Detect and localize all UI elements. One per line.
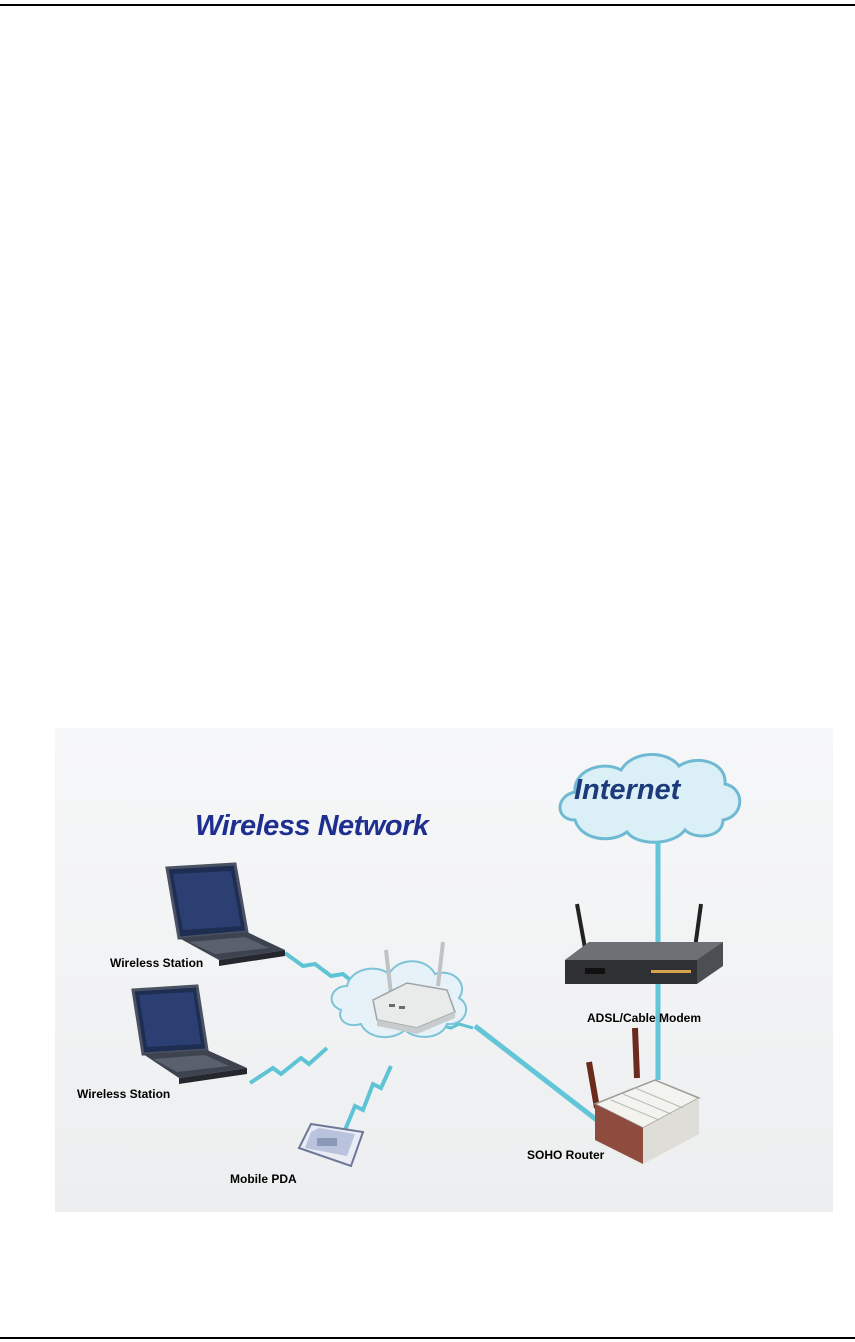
wireless-link-station2 bbox=[250, 1048, 327, 1083]
link-ap-router bbox=[475, 1026, 598, 1121]
header-rule bbox=[0, 4, 855, 6]
diagram-title: Wireless Network bbox=[195, 810, 429, 843]
diagram-canvas bbox=[55, 728, 833, 1212]
laptop-icon bbox=[167, 864, 285, 966]
wireless-link-pda bbox=[345, 1066, 391, 1130]
wireless-link-station1 bbox=[285, 953, 355, 984]
modem-label: ADSL/Cable Modem bbox=[587, 1011, 701, 1025]
soho-router-label: SOHO Router bbox=[527, 1148, 604, 1162]
footer-rule bbox=[0, 1337, 855, 1339]
wireless-station-label-1: Wireless Station bbox=[110, 956, 203, 970]
mobile-pda-label: Mobile PDA bbox=[230, 1172, 297, 1186]
pda-icon bbox=[299, 1124, 363, 1166]
wireless-station-label-2: Wireless Station bbox=[77, 1087, 170, 1101]
laptop-icon bbox=[133, 986, 247, 1084]
network-diagram: Wireless Network Internet Wireless Stati… bbox=[55, 728, 833, 1212]
router-icon bbox=[589, 1028, 699, 1164]
internet-label: Internet bbox=[574, 774, 680, 807]
modem-icon bbox=[565, 904, 723, 984]
